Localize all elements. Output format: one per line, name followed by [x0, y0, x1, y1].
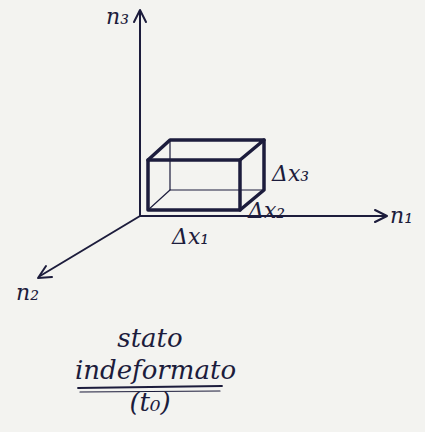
- dimension-label: Δx₃: [272, 163, 309, 185]
- axis-n2: [40, 216, 140, 276]
- arrowhead: [375, 210, 387, 222]
- dimension-label: Δx₂: [248, 200, 285, 222]
- axis-label: n₃: [106, 6, 129, 28]
- axis-label: n₁: [390, 205, 413, 227]
- arrowhead: [134, 10, 146, 22]
- caption: stato indeformato (t₀): [75, 322, 225, 418]
- hidden-edges: [148, 140, 264, 210]
- arrowhead: [38, 266, 52, 278]
- volume-element: [148, 140, 264, 210]
- axis-label: n₂: [16, 282, 39, 304]
- axis-n3: [139, 12, 141, 216]
- dimension-label: Δx₁: [172, 226, 209, 248]
